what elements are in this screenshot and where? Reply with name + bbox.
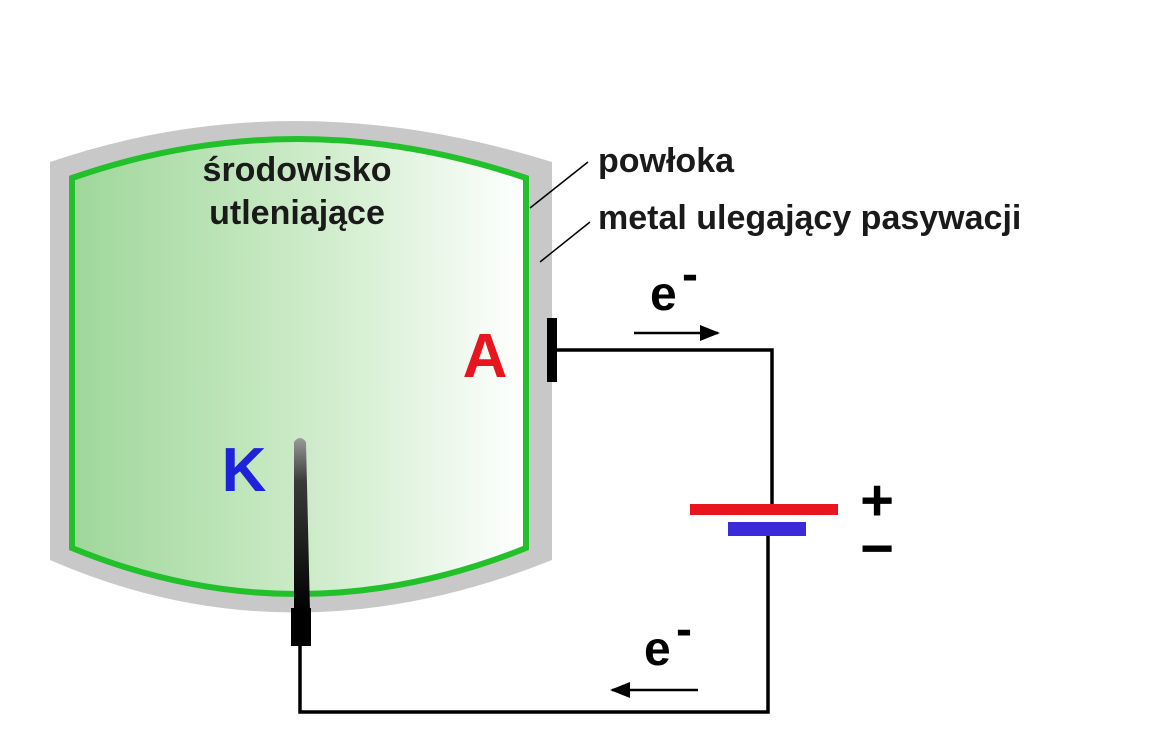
battery-negative-plate bbox=[728, 522, 806, 536]
cathode-label: K bbox=[222, 436, 267, 505]
passivating-metal-label: metal ulegający pasywacji bbox=[598, 199, 1021, 237]
cathode-wire bbox=[298, 532, 770, 714]
metal-leader-line bbox=[539, 221, 591, 263]
cathode-rod bbox=[294, 438, 310, 612]
environment-label-line1: środowisko bbox=[203, 151, 392, 189]
battery-minus-sign: − bbox=[860, 516, 894, 581]
environment-label-line2: utleniające bbox=[209, 194, 385, 232]
anode-wire bbox=[556, 348, 774, 508]
coating-label: powłoka bbox=[598, 142, 735, 180]
anode-label: A bbox=[463, 322, 508, 391]
anode-terminal bbox=[547, 318, 557, 382]
passivating-metal-vessel bbox=[69, 136, 529, 597]
electron-charge-bottom: - bbox=[676, 603, 692, 656]
coating-leader-line bbox=[529, 161, 589, 209]
cathode-terminal bbox=[291, 608, 311, 646]
battery-plus-sign: + bbox=[860, 468, 894, 533]
electron-label-bottom: e bbox=[644, 623, 671, 676]
electron-label-top: e bbox=[650, 268, 677, 321]
battery-positive-plate bbox=[690, 504, 838, 515]
electron-charge-top: - bbox=[682, 248, 698, 301]
